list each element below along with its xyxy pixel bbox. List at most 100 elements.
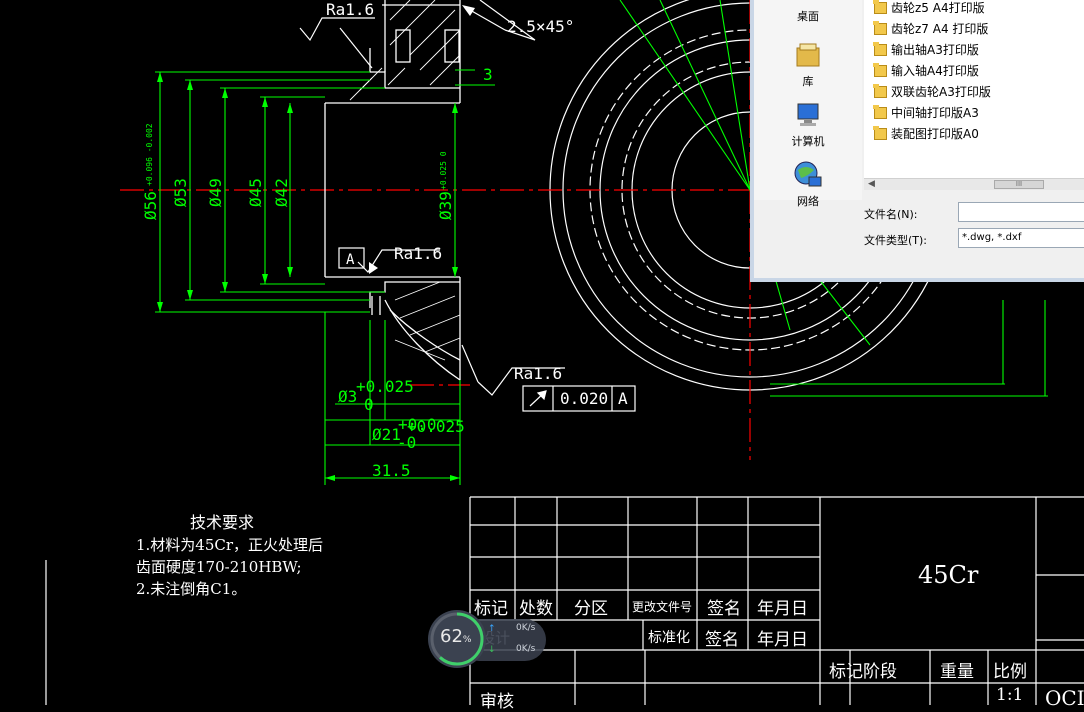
part-section: [324, 0, 461, 381]
tb-row2-2: 年月日: [757, 630, 808, 650]
dim-d39-tol: +0.025 0: [439, 151, 448, 190]
places-bar: 桌面 库 计算机 网络: [754, 0, 862, 208]
technical-requirements: 技术要求 1.材料为45Cr，正火处理后 齿面硬度170-210HBW; 2.未…: [136, 512, 323, 600]
tb-row3-2: 比例: [993, 662, 1027, 682]
material-label: 45Cr: [918, 561, 979, 589]
download-arrow-icon: ↓: [488, 645, 496, 655]
tb-row1-1: 处数: [519, 599, 553, 619]
upload-arrow-icon: ↑: [488, 624, 496, 634]
network-icon: [793, 160, 823, 190]
folder-icon: [873, 105, 887, 119]
scale-value: 1:1: [996, 685, 1024, 705]
dim-d49-label: Ø49: [206, 178, 225, 207]
tb-row1-2: 分区: [574, 599, 608, 619]
leader-arrow: [462, 5, 475, 16]
computer-label: 计算机: [791, 135, 825, 148]
folder-icon: [873, 84, 887, 98]
file-item[interactable]: 中间轴打印版A3: [873, 104, 979, 122]
cpu-gauge[interactable]: 62%: [428, 610, 486, 668]
dim-d21-base: Ø21: [372, 425, 401, 444]
arrowheads: [157, 72, 460, 481]
tb-row2-1: 签名: [705, 630, 739, 650]
datum-a-box: [338, 247, 365, 269]
place-computer[interactable]: 计算机: [754, 100, 862, 149]
tolerance-value: 0.020: [560, 389, 608, 408]
dim-d3-upper: +0.025: [356, 377, 414, 396]
tb-row2-0: 标准化: [648, 630, 690, 646]
tb-row1-3: 更改文件号: [632, 600, 693, 614]
diameter-dimensions: [155, 69, 495, 485]
chamfer-label: 2.5×45°: [507, 17, 574, 36]
network-speed-widget[interactable]: 62% ↑ 0K/s ↓ 0K/s: [428, 610, 548, 668]
notes-line-1: 1.材料为45Cr，正火处理后: [136, 536, 324, 554]
network-label: 网络: [797, 195, 819, 208]
file-item[interactable]: 齿轮z5 A4打印版: [873, 0, 985, 17]
file-list[interactable]: 齿轮z5 A4打印版 齿轮z7 A4 打印版 输出轴A3打印版 输入轴A4打印版…: [864, 0, 1084, 178]
file-item[interactable]: 输入轴A4打印版: [873, 62, 979, 80]
notes-title: 技术要求: [190, 513, 255, 532]
hatching: [349, 0, 461, 361]
tb-row1-5: 年月日: [757, 599, 808, 619]
file-item[interactable]: 双联齿轮A3打印版: [873, 83, 991, 101]
folder-icon: [873, 21, 887, 35]
filename-input[interactable]: [958, 202, 1084, 222]
surface-symbols: [299, 0, 565, 396]
dim-31-5-label: 31.5: [372, 461, 411, 480]
computer-icon: [793, 100, 823, 130]
dim-d3-base: Ø3: [338, 387, 357, 406]
roughness-top-label: Ra1.6: [326, 0, 374, 19]
file-name: 齿轮z5 A4打印版: [891, 1, 985, 15]
folder-icon: [873, 42, 887, 56]
file-name: 装配图打印版A0: [891, 127, 979, 141]
tb-row3-1: 重量: [940, 662, 974, 682]
dim-d56-label: Ø56: [141, 191, 160, 220]
tolerance-datum: A: [618, 389, 628, 408]
title-block-grid: [45, 496, 1084, 705]
open-file-dialog[interactable]: 桌面 库 计算机 网络 齿轮z5 A4打印版 齿轮z7 A4 打印版 输出轴A3…: [750, 0, 1084, 282]
review-label: 审核: [480, 692, 514, 712]
file-name: 中间轴打印版A3: [891, 106, 979, 120]
file-item[interactable]: 输出轴A3打印版: [873, 41, 979, 59]
roughness-bottom-label: Ra1.6: [514, 364, 562, 383]
roughness-mid-label: Ra1.6: [394, 244, 442, 263]
place-network[interactable]: 网络: [754, 160, 862, 209]
dim-d3-lower: 0: [364, 395, 374, 414]
scroll-thumb[interactable]: III: [994, 180, 1044, 189]
upload-rate: 0K/s: [516, 623, 536, 633]
filename-label: 文件名(N):: [864, 208, 918, 221]
tb-row1-0: 标记: [474, 599, 508, 619]
tb-row1-4: 签名: [707, 599, 741, 619]
dim-d45-label: Ø45: [246, 178, 265, 207]
file-name: 齿轮z7 A4 打印版: [891, 22, 989, 36]
file-name: 输出轴A3打印版: [891, 43, 979, 57]
dim-d21-upper: +0.025: [407, 417, 465, 436]
dim-d39-label: Ø39: [436, 191, 455, 220]
dim-d21-extra: +0.0: [398, 415, 437, 434]
file-item[interactable]: 装配图打印版A0: [873, 125, 979, 143]
tb-row3-0: 标记阶段: [829, 662, 897, 682]
library-label: 库: [802, 75, 814, 88]
file-name: 双联齿轮A3打印版: [891, 85, 991, 99]
file-item[interactable]: 齿轮z7 A4 打印版: [873, 20, 989, 38]
horizontal-scrollbar[interactable]: ◀ III: [864, 178, 1084, 190]
folder-icon: [873, 126, 887, 140]
folder-icon: [873, 63, 887, 77]
place-library[interactable]: 库: [754, 40, 862, 89]
usage-percent: 62%: [440, 626, 472, 647]
place-desktop[interactable]: 桌面: [754, 0, 862, 24]
desktop-label: 桌面: [797, 10, 819, 23]
drawing-code: OCI: [1045, 686, 1084, 710]
filetype-select[interactable]: *.dwg, *.dxf: [958, 228, 1084, 248]
scroll-left-icon[interactable]: ◀: [868, 179, 875, 189]
tolerance-frame: [522, 385, 636, 412]
download-rate: 0K/s: [516, 644, 536, 654]
centerlines: [120, 0, 760, 460]
notes-line-3: 2.未注倒角C1。: [136, 580, 247, 598]
dim-d42-label: Ø42: [272, 178, 291, 207]
dim-3-label: 3: [483, 65, 493, 84]
dim-d56-tol: +0.096 -0.002: [145, 123, 154, 186]
dim-d53-label: Ø53: [171, 178, 190, 207]
filetype-label: 文件类型(T):: [864, 234, 928, 247]
datum-a-label: A: [346, 252, 355, 268]
